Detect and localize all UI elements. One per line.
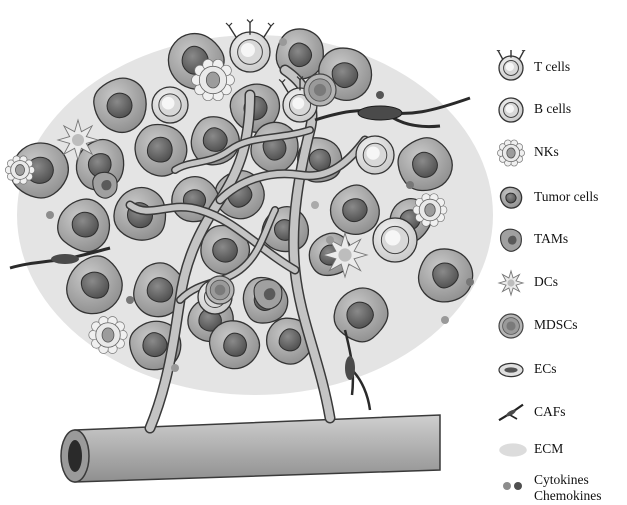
cytokine-dot bbox=[46, 211, 54, 219]
cytokine-dot bbox=[326, 236, 334, 244]
cytokine-dot bbox=[406, 181, 414, 189]
cytokine-dot bbox=[171, 364, 179, 372]
cytokine-dots-icon bbox=[494, 468, 528, 502]
nk-cell bbox=[413, 194, 447, 227]
legend-item: T cells bbox=[492, 50, 627, 86]
mdsc-icon bbox=[494, 308, 528, 342]
legend-label: Tumor cells bbox=[534, 189, 598, 205]
b-cell bbox=[356, 136, 394, 174]
ecm-icon bbox=[494, 432, 528, 466]
cytokine-dot bbox=[279, 38, 287, 46]
b-cell bbox=[152, 87, 188, 123]
legend-label: MDSCs bbox=[534, 317, 578, 333]
tumor-cell bbox=[419, 249, 473, 302]
legend-item: ECs bbox=[492, 352, 627, 388]
legend-item: DCs bbox=[492, 265, 627, 301]
legend-item: CAFs bbox=[492, 395, 627, 431]
legend-label: DCs bbox=[534, 274, 558, 290]
cytokine-dot bbox=[466, 278, 474, 286]
mdsc-cell bbox=[304, 74, 336, 106]
dc-icon bbox=[494, 265, 528, 299]
legend-label: NKs bbox=[534, 144, 559, 160]
tumor-cell bbox=[251, 122, 298, 172]
legend-item: NKs bbox=[492, 135, 627, 171]
legend-item: MDSCs bbox=[492, 308, 627, 344]
b-cell-icon bbox=[494, 92, 528, 126]
legend-label: Cytokines bbox=[534, 472, 589, 488]
tam-icon bbox=[494, 222, 528, 256]
legend-label: TAMs bbox=[534, 231, 568, 247]
legend-item: ECM bbox=[492, 432, 627, 468]
nk-cell bbox=[5, 156, 34, 184]
t-cell-icon bbox=[494, 50, 528, 84]
legend-label: ECs bbox=[534, 361, 557, 377]
nk-cell bbox=[89, 316, 127, 353]
legend-label: CAFs bbox=[534, 404, 566, 420]
legend-label: T cells bbox=[534, 59, 570, 75]
tumor-cell-icon bbox=[494, 180, 528, 214]
legend-item: B cells bbox=[492, 92, 627, 128]
ec-icon bbox=[494, 352, 528, 386]
legend-label: Chemokines bbox=[534, 488, 602, 504]
legend-label: B cells bbox=[534, 101, 571, 117]
b-cell bbox=[373, 218, 417, 262]
cytokine-dot bbox=[311, 201, 319, 209]
cytokine-dot bbox=[126, 296, 134, 304]
dendritic-cell bbox=[58, 120, 98, 160]
legend-item: Tumor cells bbox=[492, 180, 627, 216]
caf-icon bbox=[494, 395, 528, 429]
mdsc-cell bbox=[206, 276, 234, 304]
blood-vessel bbox=[61, 415, 440, 482]
legend-label: ECM bbox=[534, 441, 563, 457]
legend-item: TAMs bbox=[492, 222, 627, 258]
nk-cell-icon bbox=[494, 135, 528, 169]
tam-cell bbox=[254, 280, 282, 309]
tam-cell bbox=[93, 172, 117, 198]
cytokine-dot bbox=[441, 316, 449, 324]
nk-cell bbox=[192, 59, 235, 100]
cytokine-dot bbox=[376, 91, 384, 99]
